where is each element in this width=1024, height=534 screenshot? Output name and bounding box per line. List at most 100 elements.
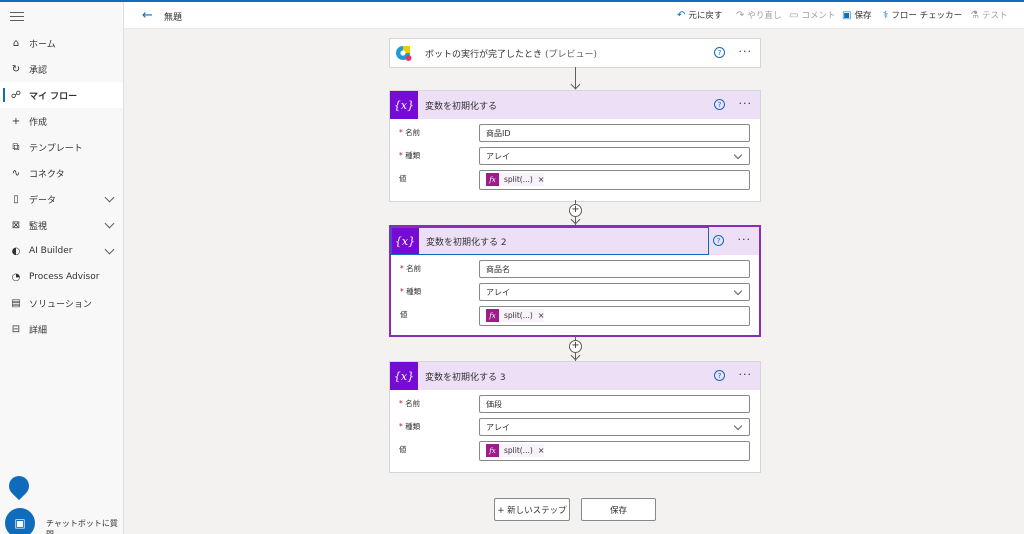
redo-label: やり直し [747, 11, 782, 21]
variable-card-header[interactable]: {x} 変数を初期化する 3 ? ··· [390, 362, 760, 390]
initialize-variable-card[interactable]: {x} 変数を初期化する ? ··· * 名前 商品ID * 種類 アレイ 値 … [389, 90, 761, 202]
sidebar-item-create[interactable]: + 作成 [0, 108, 123, 134]
stethoscope-icon: ⚕ [883, 9, 889, 21]
type-dropdown[interactable]: アレイ [479, 147, 750, 165]
expression-token[interactable]: fx split(...) × [486, 309, 545, 322]
variable-icon: {x} [391, 227, 419, 255]
save-button[interactable]: 保存 [581, 498, 656, 521]
value-field[interactable]: fx split(...) × [479, 170, 750, 190]
value-label: 値 [400, 310, 408, 319]
sidebar-item-data[interactable]: ▯ データ [0, 186, 123, 212]
required-mark: * [400, 264, 404, 273]
comment-button[interactable]: ▭ コメント [789, 9, 835, 22]
help-icon[interactable]: ? [714, 47, 725, 58]
bot-trigger-icon [390, 39, 418, 67]
name-field[interactable]: 商品名 [479, 260, 750, 278]
sidebar-item-approvals[interactable]: ↻ 承認 [0, 56, 123, 82]
remove-token-icon[interactable]: × [537, 175, 545, 184]
expression-token[interactable]: fx split(...) × [486, 444, 545, 457]
help-icon[interactable]: ? [713, 235, 724, 246]
help-icon[interactable]: ? [714, 99, 725, 110]
hamburger-menu-icon[interactable] [10, 10, 24, 22]
flow-icon: ☍ [10, 89, 22, 101]
template-icon: ⧉ [12, 141, 20, 153]
chatbot-label[interactable]: チャットボットに質問 [46, 519, 118, 534]
initialize-variable-card-2[interactable]: {x} 変数を初期化する 2 ? ··· * 名前 商品名 * 種類 アレイ 値… [389, 225, 761, 337]
sidebar-item-my-flows[interactable]: ☍ マイ フロー [0, 82, 123, 108]
value-field[interactable]: fx split(...) × [479, 441, 750, 461]
name-field[interactable]: 価段 [479, 395, 750, 413]
required-mark: * [400, 287, 404, 296]
sidebar-item-solutions[interactable]: ▤ ソリューション [0, 290, 123, 316]
back-arrow-icon[interactable]: ← [142, 8, 153, 23]
sidebar-item-ai-builder[interactable]: ◐ AI Builder [0, 238, 123, 264]
sidebar-item-process-advisor[interactable]: ◔ Process Advisor [0, 264, 123, 290]
new-step-button[interactable]: + 新しいステップ [494, 498, 570, 521]
sidebar-item-label: データ [29, 195, 57, 206]
sidebar-item-connectors[interactable]: ∿ コネクタ [0, 160, 123, 186]
value-row: 値 fx split(...) × [390, 167, 760, 195]
card-title[interactable]: 変数を初期化する 2 [426, 237, 507, 248]
name-label: 名前 [406, 264, 422, 273]
variable-card-header[interactable]: {x} 変数を初期化する ? ··· [390, 91, 760, 119]
required-mark: * [399, 422, 403, 431]
test-label: テスト [981, 11, 1008, 21]
flow-canvas: ボットの実行が完了したとき (プレビュー) ? ··· {x} 変数を初期化する… [124, 30, 1024, 534]
save-label: 保存 [854, 11, 872, 21]
save-icon: ▣ [842, 9, 852, 21]
chatbot-button[interactable]: ▣ [5, 508, 35, 534]
trigger-preview-suffix: (プレビュー) [545, 49, 598, 60]
more-options-icon[interactable]: ··· [738, 368, 752, 381]
type-dropdown[interactable]: アレイ [479, 283, 750, 301]
flow-title[interactable]: 無題 [164, 13, 183, 23]
sidebar-item-learn[interactable]: ⊟ 詳細 [0, 316, 123, 342]
type-label: 種類 [406, 287, 422, 296]
sidebar-item-label: 詳細 [29, 325, 48, 336]
sidebar-item-home[interactable]: ⌂ ホーム [0, 30, 123, 56]
help-icon[interactable]: ? [714, 370, 725, 381]
insert-step-plus-icon[interactable]: + [569, 340, 582, 353]
expression-token[interactable]: fx split(...) × [486, 173, 545, 186]
arrow-down-icon [570, 79, 581, 90]
trigger-card[interactable]: ボットの実行が完了したとき (プレビュー) ? ··· [389, 38, 761, 68]
card-title: 変数を初期化する 3 [425, 372, 506, 383]
expression-fx-icon: fx [486, 309, 499, 322]
comment-icon: ▭ [789, 9, 799, 21]
arrow-down-icon [570, 214, 581, 225]
variable-icon: {x} [390, 362, 418, 390]
variable-card-header[interactable]: {x} 変数を初期化する 2 ? ··· [391, 227, 759, 255]
expression-fx-icon: fx [486, 173, 499, 186]
name-label: 名前 [405, 399, 421, 408]
flow-checker-button[interactable]: ⚕ フロー チェッカー [883, 9, 962, 22]
arrow-down-icon [570, 350, 581, 361]
more-options-icon[interactable]: ··· [737, 233, 751, 246]
sidebar-item-label: 承認 [29, 65, 48, 76]
name-label: 名前 [405, 128, 421, 137]
value-field[interactable]: fx split(...) × [479, 306, 750, 326]
card-title: 変数を初期化する [425, 101, 498, 112]
insert-step-plus-icon[interactable]: + [569, 204, 582, 217]
remove-token-icon[interactable]: × [537, 446, 545, 455]
sidebar-item-monitor[interactable]: ⊠ 監視 [0, 212, 123, 238]
more-options-icon[interactable]: ··· [738, 97, 752, 110]
required-mark: * [399, 399, 403, 408]
sidebar-item-label: AI Builder [29, 246, 73, 256]
chevron-down-icon [104, 192, 115, 203]
flask-icon: ⚗ [970, 9, 979, 21]
redo-button[interactable]: ↷ やり直し [736, 9, 782, 22]
more-options-icon[interactable]: ··· [738, 45, 752, 58]
remove-token-icon[interactable]: × [537, 311, 545, 320]
name-field[interactable]: 商品ID [479, 124, 750, 142]
chat-icon: ▣ [14, 516, 26, 530]
test-button[interactable]: ⚗ テスト [970, 9, 1008, 22]
trigger-card-header[interactable]: ボットの実行が完了したとき (プレビュー) ? ··· [390, 39, 760, 67]
save-toolbar-button[interactable]: ▣ 保存 [842, 9, 872, 22]
type-dropdown[interactable]: アレイ [479, 418, 750, 436]
undo-button[interactable]: ↶ 元に戻す [677, 9, 722, 22]
command-bar: ← 無題 ↶ 元に戻す ↷ やり直し ▭ コメント ▣ 保存 ⚕ フロー チェッ… [124, 2, 1024, 29]
initialize-variable-card-3[interactable]: {x} 変数を初期化する 3 ? ··· * 名前 価段 * 種類 アレイ 値 … [389, 361, 761, 473]
monitor-icon: ⊠ [11, 219, 21, 231]
sidebar-item-templates[interactable]: ⧉ テンプレート [0, 134, 123, 160]
solution-icon: ▤ [11, 297, 21, 309]
ai-builder-icon: ◐ [11, 245, 21, 257]
